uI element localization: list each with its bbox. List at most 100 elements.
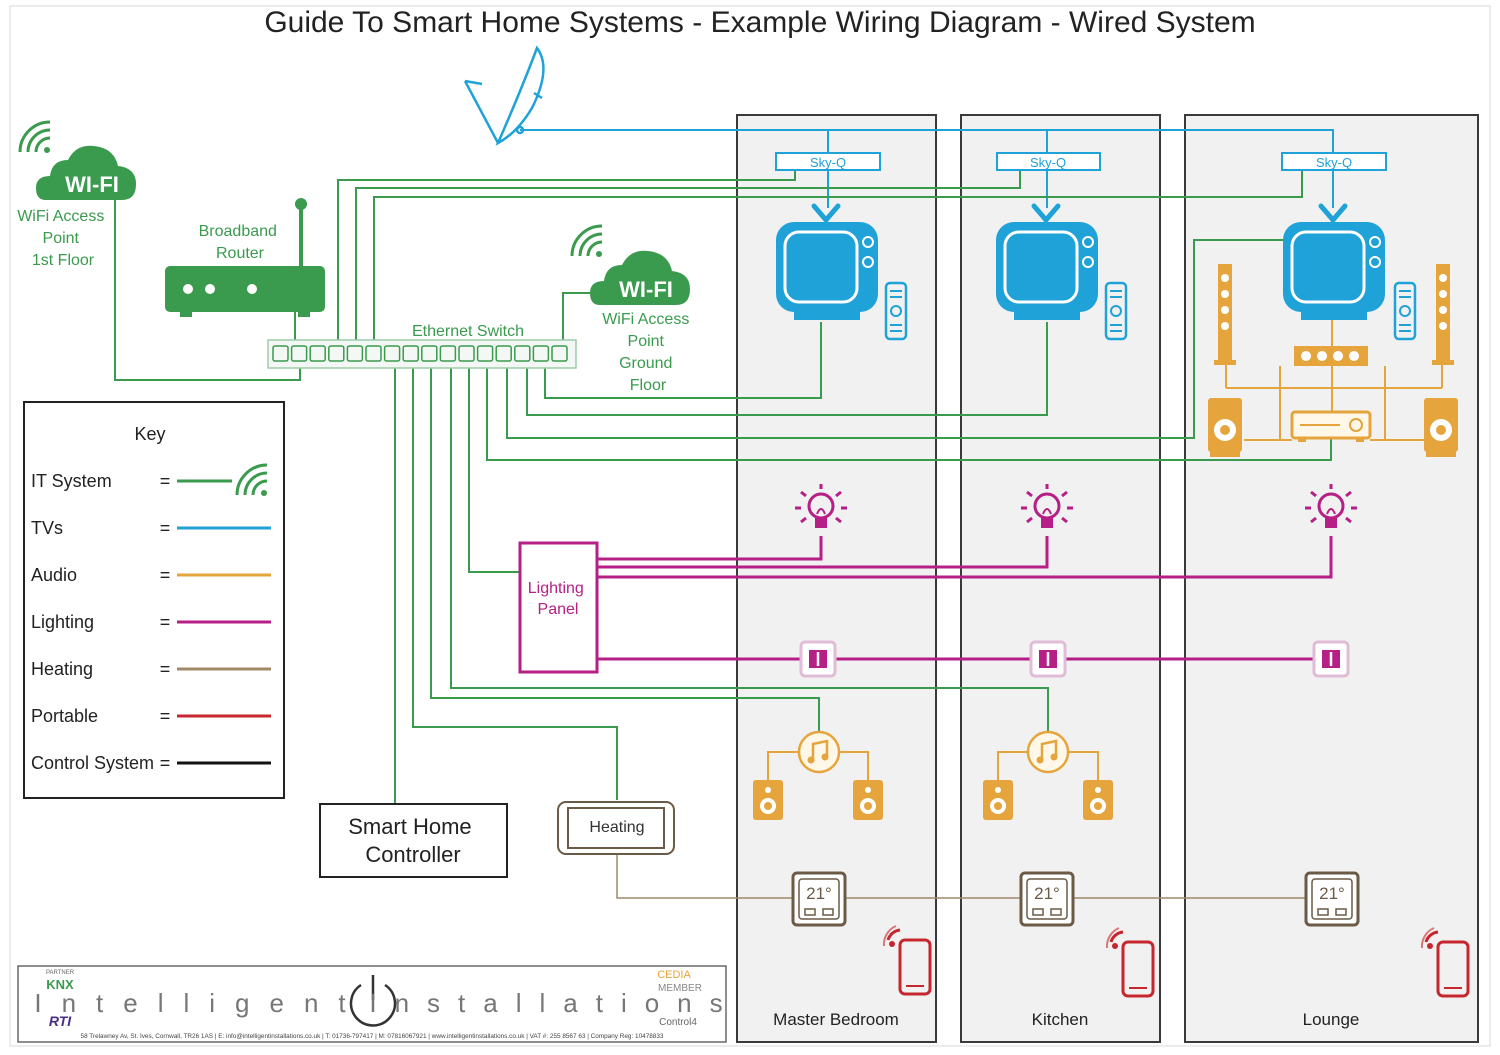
- control4-logo: Control4: [659, 1017, 697, 1028]
- controller-label-line1: Smart Home: [348, 814, 471, 839]
- sky-q-boxes: Sky-Q Sky-Q Sky-Q: [775, 152, 1387, 171]
- subwoofer-icon: [1424, 398, 1458, 457]
- svg-text:Lighting Panel: Lighting Panel: [528, 580, 589, 618]
- switch-port: [346, 345, 364, 362]
- audio-wiring: [767, 320, 1443, 780]
- room-name-kitchen: Kitchen: [1032, 1010, 1089, 1029]
- key-item-equals: =: [160, 471, 171, 491]
- key-item-equals: =: [160, 612, 171, 632]
- switch-port: [439, 345, 457, 362]
- thermostats: 21° 21° 21°: [791, 871, 1360, 927]
- wifi-logo-text: WI-FI: [65, 172, 119, 197]
- wifi-1f-label-line2: Point: [43, 230, 80, 247]
- switch-port: [402, 345, 419, 362]
- lighting-panel: Lighting Panel: [518, 541, 599, 674]
- switch-port: [532, 345, 550, 362]
- switch-port: [328, 345, 345, 362]
- svg-text:WiFi Access Point: WiFi Access Point 1st Floor: [17, 208, 109, 269]
- tower-speaker-icon: [1214, 264, 1236, 365]
- wifi-gf-label-line2: Point: [628, 333, 665, 350]
- ethernet-switch-label: Ethernet Switch: [412, 323, 524, 340]
- switch-port: [514, 345, 531, 362]
- key-item-label: Lighting: [31, 612, 94, 632]
- controller-label-line2: Controller: [365, 842, 460, 867]
- knx-partner-label: PARTNER: [46, 970, 75, 976]
- thermostat-reading: 21°: [806, 884, 832, 903]
- lighting-panel-label-line2: Panel: [538, 601, 579, 618]
- smart-home-controller: Smart Home Controller: [319, 803, 508, 878]
- wifi-access-point-ground-floor: WI-FI WiFi Access Point Ground Floor: [570, 224, 694, 394]
- heating-controller: Heating: [557, 801, 675, 855]
- tower-speaker-icon: [1432, 264, 1454, 365]
- switch-port: [272, 345, 289, 362]
- wifi-signal-icon: [570, 224, 604, 259]
- brand-name-left: Intelligent: [34, 988, 365, 1018]
- it-wiring: [114, 170, 1332, 804]
- speaker-icon: [1083, 780, 1113, 820]
- svg-text:WiFi Access Point: WiFi Access Point Ground Floor: [602, 311, 694, 394]
- power-icon: [349, 975, 397, 1027]
- switch-port: [476, 345, 494, 362]
- room-name-lounge: Lounge: [1303, 1010, 1360, 1029]
- rti-logo: RTI: [49, 1013, 72, 1029]
- speaker-icon: [753, 780, 783, 820]
- key-item-equals: =: [160, 659, 171, 679]
- tv-icon: [1283, 206, 1385, 320]
- cedia-logo: CEDIA: [657, 969, 691, 981]
- wifi-logo-text: WI-FI: [619, 277, 673, 302]
- heating-wiring: [616, 855, 1306, 899]
- switch-port: [551, 345, 568, 362]
- router-icon: [165, 198, 325, 317]
- footer-banner: PARTNER KNX RTI Intelligent Installation…: [17, 965, 740, 1043]
- wifi-signal-icon: [18, 120, 52, 155]
- sky-q-label: Sky-Q: [810, 155, 846, 170]
- switch-icon: [1312, 640, 1350, 678]
- switch-icon: [1029, 640, 1067, 678]
- key-item-equals: =: [160, 565, 171, 585]
- tv-icon: [996, 206, 1098, 320]
- router-label-line1: Broadband: [199, 223, 277, 240]
- tv-icon: [776, 206, 878, 320]
- room-name-master-bedroom: Master Bedroom: [773, 1010, 899, 1029]
- switch-ports: [272, 345, 568, 362]
- switch-port: [421, 345, 438, 362]
- key-title: Key: [134, 424, 165, 444]
- key-item-label: Heating: [31, 659, 93, 679]
- broadband-router: Broadband Router: [165, 198, 325, 317]
- switch-port: [458, 345, 475, 362]
- wifi-gf-label-line1: WiFi Access: [602, 311, 689, 328]
- switch-port: [495, 345, 512, 362]
- switch-port: [290, 345, 308, 362]
- thermostat-reading: 21°: [1319, 884, 1345, 903]
- switch-icon: [799, 640, 837, 678]
- key-item-equals: =: [160, 753, 171, 773]
- satellite-dish-icon: [463, 45, 545, 146]
- center-speaker-icon: [1294, 346, 1368, 366]
- brand-name-right: Installations: [369, 988, 740, 1018]
- legend-key: Key IT System=TVs=Audio=Lighting=Heating…: [23, 401, 285, 799]
- wifi-gf-label-line3: Ground: [619, 355, 672, 372]
- home-cinema-audio: [1208, 264, 1458, 457]
- ethernet-switch: Ethernet Switch: [267, 323, 577, 369]
- footer-address: 58 Trelawney Av, St. Ives, Cornwall, TR2…: [81, 1033, 664, 1040]
- key-item-label: Portable: [31, 706, 98, 726]
- router-label-line2: Router: [216, 245, 265, 262]
- lighting-panel-label-line1: Lighting: [528, 580, 584, 597]
- wifi-1f-label-line3: 1st Floor: [32, 252, 95, 269]
- wifi-access-point-1st-floor: WI-FI WiFi Access Point 1st Floor: [17, 120, 136, 269]
- wifi-gf-label-line4: Floor: [630, 377, 667, 394]
- cedia-member: MEMBER: [658, 983, 702, 994]
- switch-port: [365, 345, 382, 362]
- heating-label: Heating: [589, 819, 644, 836]
- key-item-equals: =: [160, 518, 171, 538]
- lighting-wiring: [597, 536, 1333, 661]
- key-item-label: IT System: [31, 471, 112, 491]
- tv-wiring: [520, 129, 1334, 208]
- music-note-icon: [1026, 730, 1070, 774]
- sky-q-label: Sky-Q: [1316, 155, 1352, 170]
- key-items: IT System=TVs=Audio=Lighting=Heating=Por…: [31, 471, 271, 773]
- switch-port: [309, 345, 326, 362]
- svg-text:Smart Home Controller: Smart Home Controller: [348, 814, 478, 867]
